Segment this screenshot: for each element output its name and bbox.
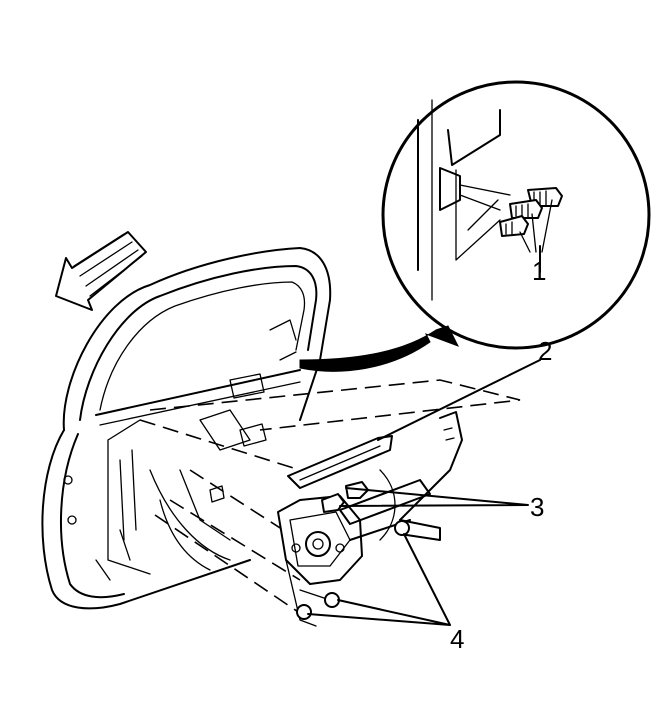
callout-1: 1 [532,256,546,286]
bolt-icon [509,199,543,219]
callout-3: 3 [530,492,544,522]
regulator-bolt-detail [499,187,563,253]
regulator-nuts [296,520,410,620]
regulator-bolts [321,481,369,513]
nut-icon [324,592,340,608]
callout-4: 4 [450,624,464,654]
nut-icon [394,520,410,536]
bolt-icon [499,215,529,237]
forward-direction-arrow-icon [55,231,147,311]
leader-lines [307,245,541,626]
window-regulator [277,411,463,627]
detail-pointer-arrow-icon [299,325,460,372]
callout-2: 2 [538,336,552,366]
nut-icon [296,604,312,620]
alignment-lines [139,379,521,621]
door-shell [41,247,332,610]
